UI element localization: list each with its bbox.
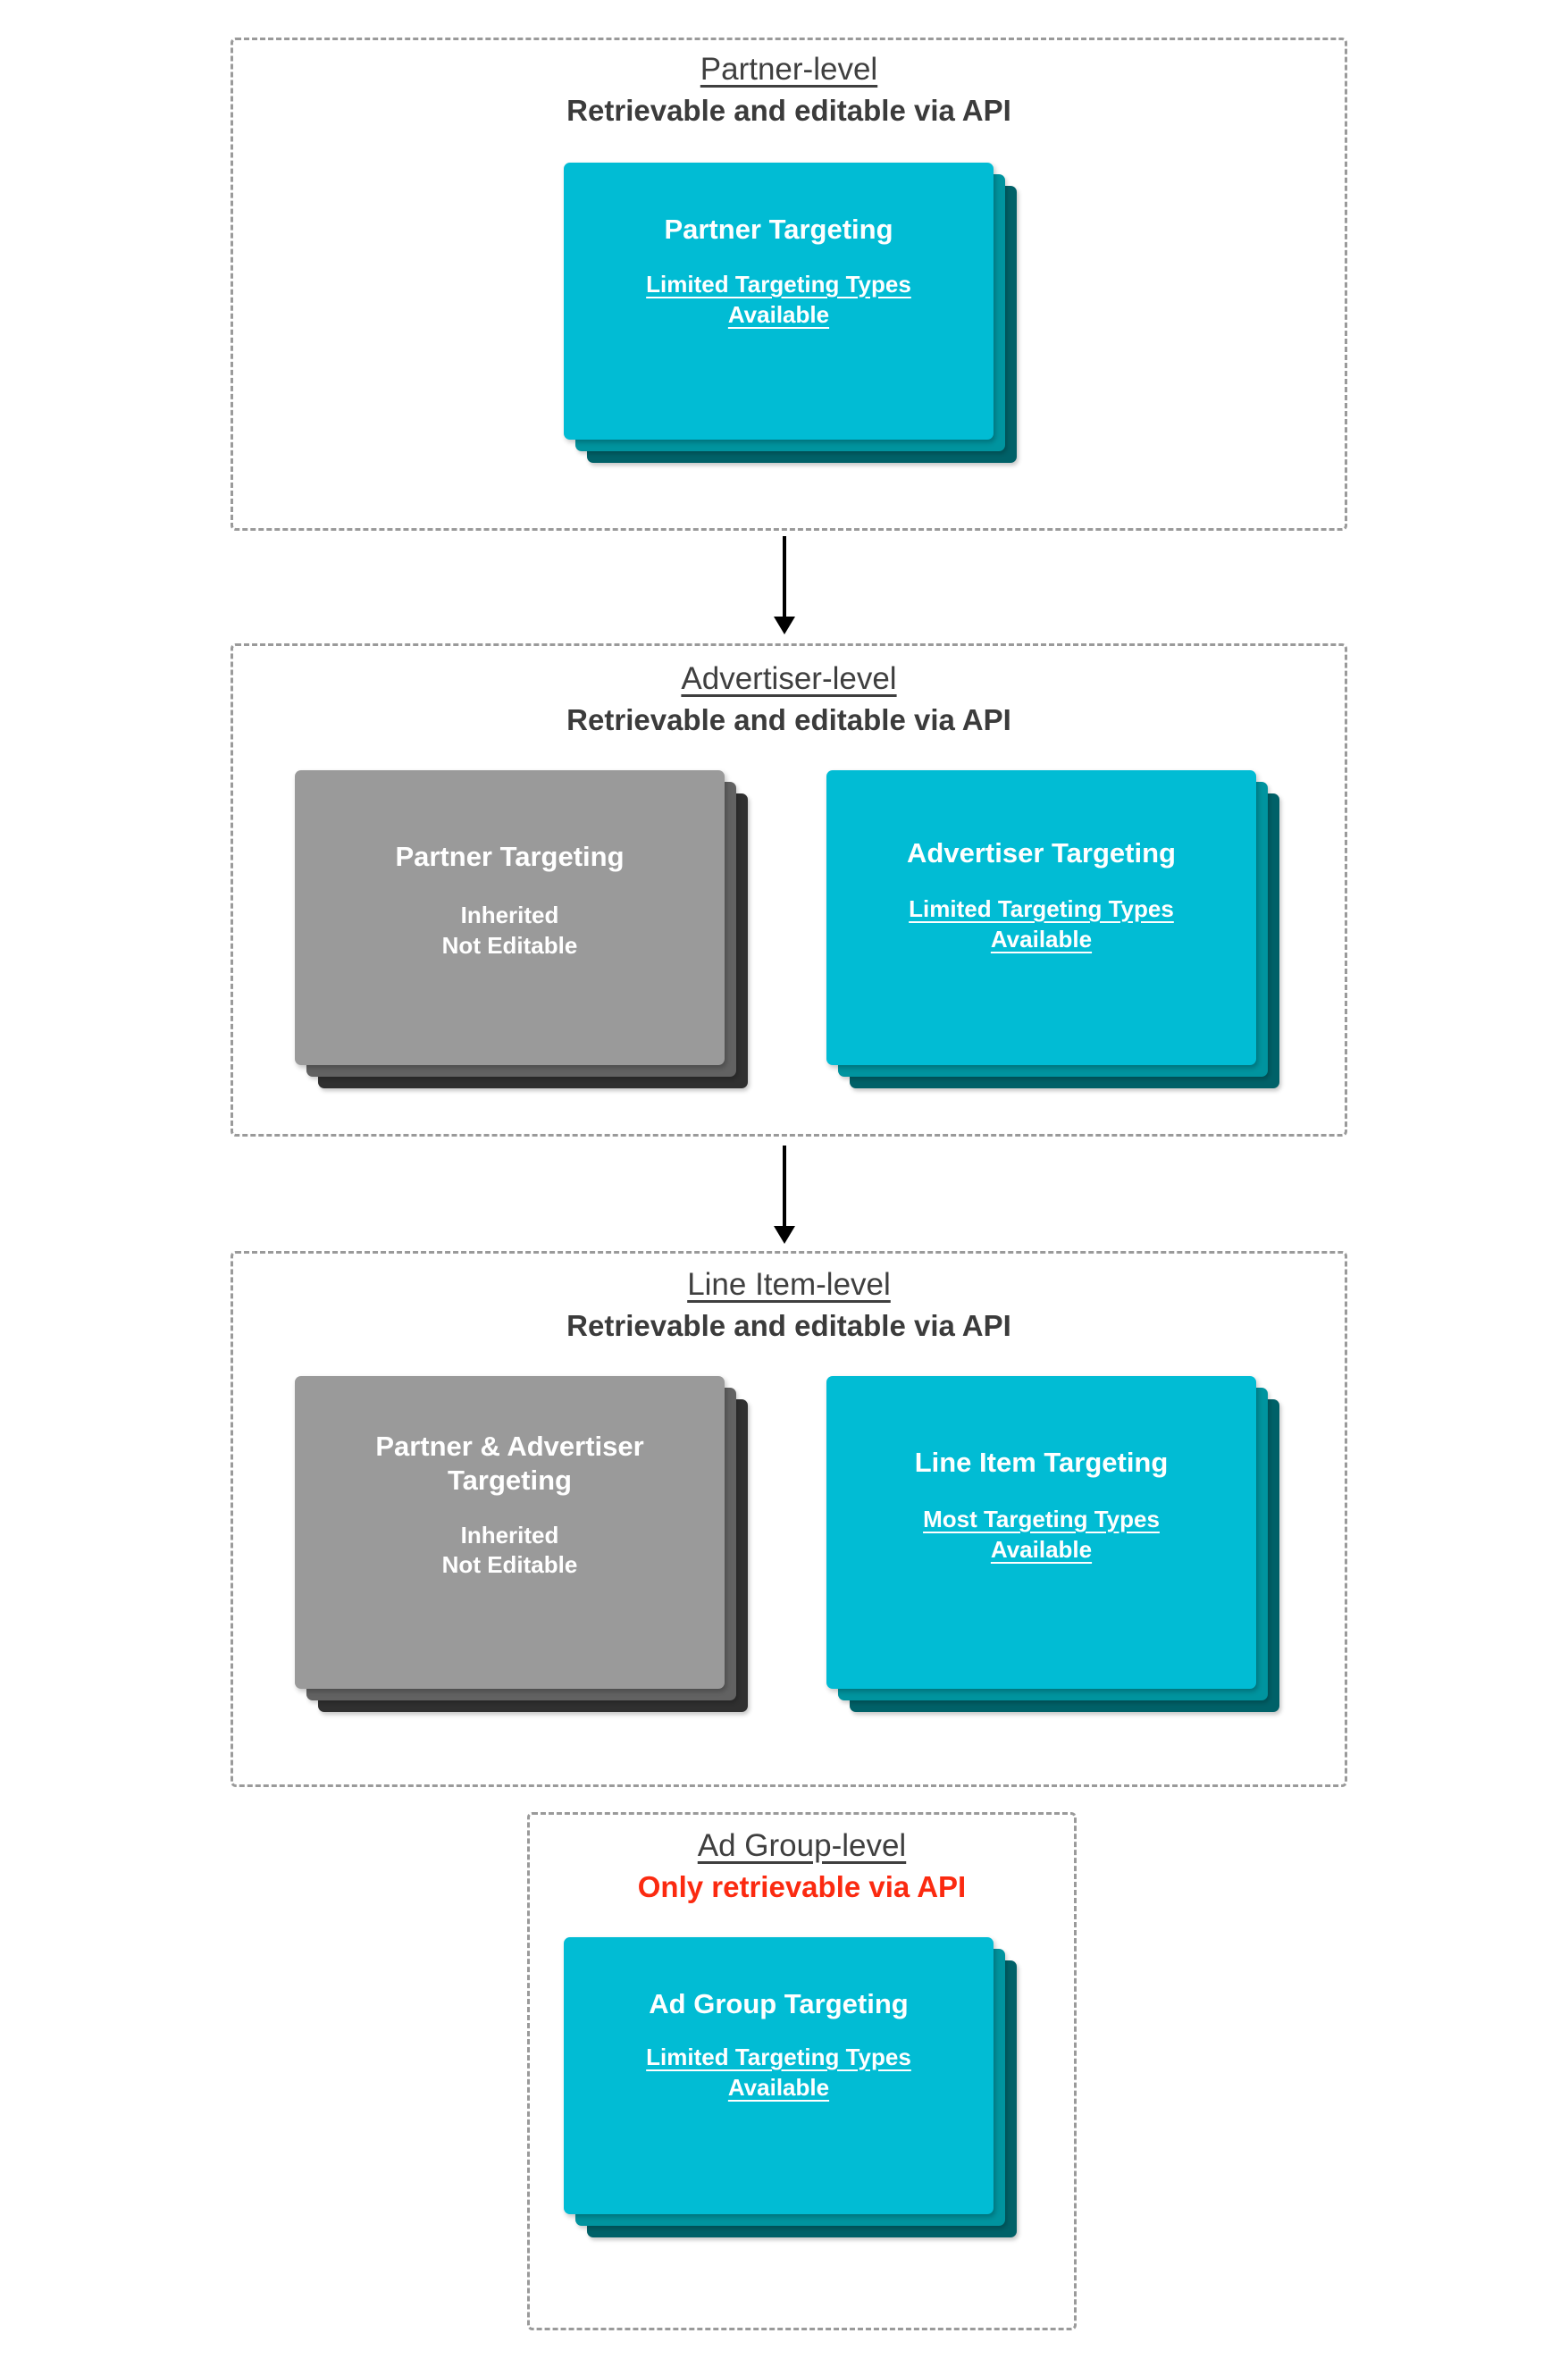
card-layer-front: Line Item Targeting Most Targeting Types… [826,1376,1256,1689]
arrow-shaft [783,1146,786,1226]
card-title: Ad Group Targeting [649,1988,909,2019]
card-stack-ad-group-targeting[interactable]: Ad Group Targeting Limited Targeting Typ… [564,1937,1017,2237]
card-title: Line Item Targeting [914,1447,1169,1478]
level-box-advertiser [231,643,1347,1137]
level-title-advertiser: Advertiser-level [681,661,897,696]
card-note: Limited Targeting Types Available [646,2043,911,2101]
card-layer-front: Partner & Advertiser Targeting Inherited… [295,1376,725,1689]
card-note: Limited Targeting Types Available [646,270,911,328]
level-heading-partner: Partner-level Retrievable and editable v… [231,52,1347,128]
card-layer-front: Ad Group Targeting Limited Targeting Typ… [564,1937,994,2214]
card-note: Limited Targeting Types Available [909,894,1174,953]
level-subtitle-advertiser: Retrievable and editable via API [566,703,1011,737]
card-title: Partner & Advertiser Targeting [375,1431,644,1496]
card-title: Partner Targeting [395,841,625,872]
card-stack-partner-advertiser-targeting-inherited[interactable]: Partner & Advertiser Targeting Inherited… [295,1376,748,1712]
level-subtitle-partner: Retrievable and editable via API [566,94,1011,128]
level-box-partner [231,38,1347,531]
card-stack-line-item-targeting[interactable]: Line Item Targeting Most Targeting Types… [826,1376,1279,1712]
card-layer-front: Partner Targeting Inherited Not Editable [295,770,725,1065]
arrow-shaft [783,536,786,617]
arrow-partner-to-advertiser [773,536,796,634]
card-layer-front: Advertiser Targeting Limited Targeting T… [826,770,1256,1065]
level-heading-advertiser: Advertiser-level Retrievable and editabl… [231,661,1347,737]
level-heading-line-item: Line Item-level Retrievable and editable… [231,1267,1347,1343]
level-subtitle-ad-group: Only retrievable via API [637,1870,967,1904]
card-layer-front: Partner Targeting Limited Targeting Type… [564,163,994,440]
card-note: Inherited Not Editable [441,901,578,959]
level-title-partner: Partner-level [700,52,878,87]
arrow-head [774,1226,795,1244]
card-stack-partner-targeting-inherited[interactable]: Partner Targeting Inherited Not Editable [295,770,748,1088]
card-note: Most Targeting Types Available [923,1505,1160,1563]
level-heading-ad-group: Ad Group-level Only retrievable via API [527,1828,1077,1904]
level-title-ad-group: Ad Group-level [697,1828,907,1863]
level-box-ad-group [527,1812,1077,2330]
level-title-line-item: Line Item-level [687,1267,891,1302]
card-title: Partner Targeting [664,214,893,245]
card-title: Advertiser Targeting [907,837,1176,869]
level-subtitle-line-item: Retrievable and editable via API [566,1309,1011,1343]
card-stack-advertiser-targeting[interactable]: Advertiser Targeting Limited Targeting T… [826,770,1279,1088]
arrow-advertiser-to-line-item [773,1146,796,1244]
arrow-head [774,617,795,634]
level-box-line-item [231,1251,1347,1787]
card-stack-partner-targeting[interactable]: Partner Targeting Limited Targeting Type… [564,163,1017,463]
card-note: Inherited Not Editable [441,1521,578,1579]
